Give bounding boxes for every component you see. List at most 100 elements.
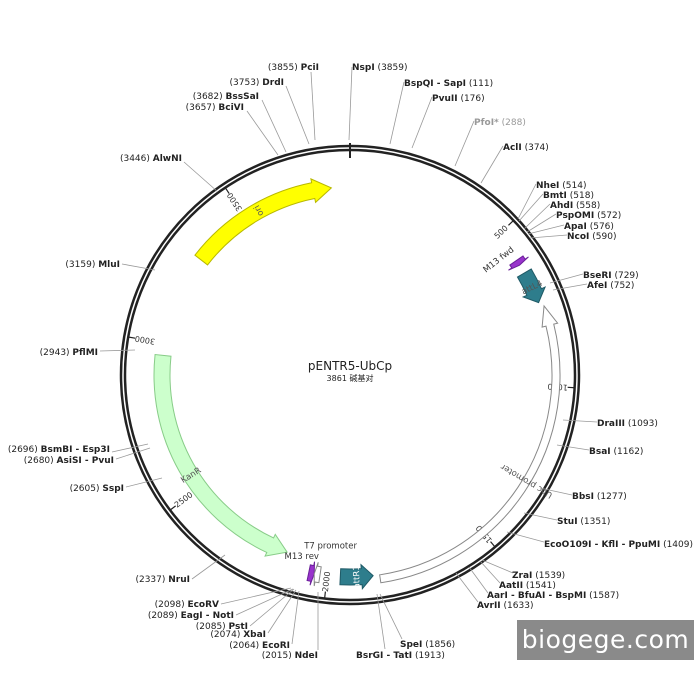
site-ncoi: NcoI (590): [567, 232, 616, 242]
plasmid-length: 3861 碱基对: [327, 373, 374, 383]
site-ahdi: AhdI (558): [550, 201, 600, 211]
site-position: 518: [573, 191, 590, 201]
site-position: 374: [528, 143, 545, 153]
site-name: AclI: [503, 143, 522, 153]
site-asisi-pvui: (2680) AsiSI - PvuI: [24, 456, 114, 466]
site-eagi-noti: (2089) EagI - NotI: [148, 611, 234, 621]
site-position: 572: [601, 211, 618, 221]
site-name: PvuII: [432, 94, 458, 104]
site-name: AatII: [499, 581, 523, 591]
site-position: 752: [614, 281, 631, 291]
site-position: 3859: [381, 63, 404, 73]
feature-m13-rev-label: M13 rev: [285, 552, 319, 562]
site-name: BsaI: [589, 447, 611, 457]
site-bmti: BmtI (518): [543, 191, 594, 201]
site-position: 288: [505, 118, 522, 128]
site-name: PflMI: [72, 348, 98, 358]
feature-t7-promoter-label: T7 promoter: [303, 541, 357, 551]
tick-label: 2000: [321, 571, 332, 592]
site-bsssai: (3682) BssSaI: [193, 92, 259, 102]
site-position: 3159: [69, 260, 92, 270]
site-name: AlwNI: [153, 154, 182, 164]
feature-t7-promoter-arrow: [313, 562, 322, 587]
site-position: 1541: [529, 581, 552, 591]
site-leader-line: [552, 283, 588, 291]
site-drdi: (3753) DrdI: [230, 78, 285, 88]
site-leader-line: [389, 81, 405, 145]
site-name: NruI: [168, 575, 190, 585]
site-leader-line: [539, 487, 573, 496]
site-xbai: (2074) XbaI: [210, 630, 266, 640]
site-name: NcoI: [567, 232, 589, 242]
tick-mark: [508, 220, 514, 226]
site-name: BsmBI - Esp3I: [41, 445, 110, 455]
feature-m13-fwd-arrow: [508, 255, 529, 271]
site-name: AvrII: [477, 601, 501, 611]
site-name: AsiSI - PvuI: [57, 456, 114, 466]
site-name: ApaI: [564, 222, 587, 232]
site-leader-line: [125, 477, 163, 488]
site-leader-line: [249, 588, 295, 627]
site-position: 2064: [233, 641, 256, 651]
site-name: BbsI: [572, 492, 594, 502]
site-name: PstI: [229, 622, 248, 632]
site-afei: AfeI (752): [587, 281, 634, 291]
site-leader-line: [411, 96, 433, 149]
site-name: NheI: [536, 181, 559, 191]
tick-mark: [490, 541, 496, 548]
site-leader-line: [379, 593, 403, 640]
site-leader-line: [523, 512, 558, 521]
feature-kanr-arrow: [153, 353, 288, 557]
site-leader-line: [310, 71, 316, 141]
site-position: 558: [580, 201, 597, 211]
site-name: PspOMI: [556, 211, 594, 221]
site-name: BspQI - SapI: [404, 79, 466, 89]
leaders-layer: [99, 66, 598, 650]
site-pflmi: (2943) PflMI: [40, 348, 98, 358]
site-leader-line: [455, 572, 479, 603]
feature-m13-rev-arrow: [306, 561, 316, 586]
site-name: BciVI: [218, 103, 244, 113]
feature-attr1-arrow: [339, 563, 374, 590]
tick-label: 2500: [173, 490, 195, 509]
site-leader-line: [529, 234, 568, 239]
site-zrai: ZraI (1539): [512, 571, 565, 581]
site-position: 1539: [539, 571, 562, 581]
tick-label: 3000: [134, 334, 156, 346]
feature-m13-fwd-label: M13 fwd: [482, 245, 517, 275]
site-ecoo109i-kfli-ppumi: EcoO109I - KflI - PpuMI (1409): [544, 540, 693, 550]
site-position: 2337: [139, 575, 162, 585]
site-position: 514: [566, 181, 583, 191]
site-leader-line: [480, 145, 504, 184]
tick-mark: [324, 591, 326, 599]
site-nspi: NspI (3859): [352, 63, 407, 73]
site-nhei: NheI (514): [536, 181, 586, 191]
site-leader-line: [481, 559, 514, 574]
site-position: 2015: [265, 651, 288, 661]
site-stui: StuI (1351): [557, 517, 610, 527]
site-position: 2085: [199, 622, 222, 632]
site-leader-line: [556, 444, 590, 451]
site-leader-line: [235, 588, 294, 616]
site-position: 2605: [73, 484, 96, 494]
site-name: EagI - NotI: [181, 611, 234, 621]
site-name: DrdI: [262, 78, 284, 88]
site-leader-line: [291, 590, 300, 645]
site-position: 1277: [600, 492, 623, 502]
tick-label: 3500: [225, 191, 244, 213]
site-mlui: (3159) MluI: [65, 260, 120, 270]
site-name: BssSaI: [226, 92, 259, 102]
site-position: 729: [618, 271, 635, 281]
site-position: 2074: [214, 630, 237, 640]
restriction-sites-layer: NspI (3859)(3855) PciI(3753) DrdI(3682) …: [8, 63, 693, 661]
site-leader-line: [220, 587, 292, 605]
site-position: 1856: [429, 640, 452, 650]
tick-mark: [224, 187, 230, 194]
site-position: 111: [472, 79, 489, 89]
site-position: 3682: [196, 92, 219, 102]
site-leader-line: [246, 110, 279, 156]
feature-attr1-label: attR1: [352, 565, 363, 589]
site-position: 1162: [617, 447, 640, 457]
site-ecori: (2064) EcoRI: [229, 641, 290, 651]
